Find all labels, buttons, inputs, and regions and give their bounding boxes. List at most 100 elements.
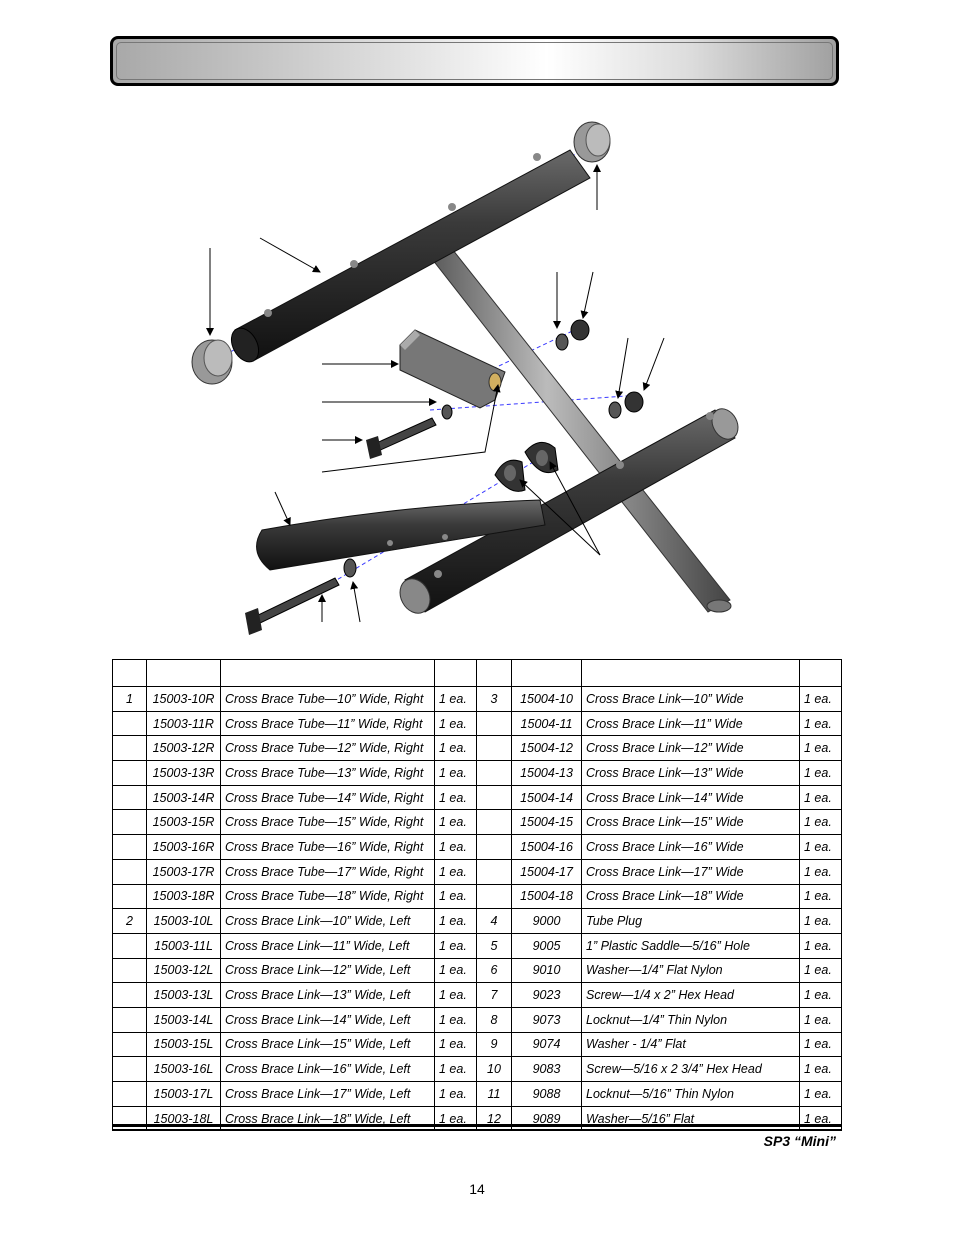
- cell-item-no: [112, 1105, 147, 1132]
- cell-item-no-2: [476, 858, 512, 885]
- cell-part-number-2: 15004-18: [511, 883, 582, 910]
- cell-qty: 1 ea.: [434, 1081, 477, 1107]
- cell-part-number: 15003-14L: [146, 1006, 221, 1033]
- cell-qty: 1 ea.: [434, 710, 477, 737]
- cell-part-number-2: 15004-11: [511, 710, 582, 737]
- cell-description: Cross Brace Tube—11” Wide, Right: [220, 710, 435, 737]
- cell-qty: 1 ea.: [434, 809, 477, 836]
- cell-description: Cross Brace Tube—12” Wide, Right: [220, 735, 435, 762]
- cell-part-number-2: 9083: [511, 1056, 582, 1082]
- cell-part-number-2: 15004-13: [511, 760, 582, 786]
- cell-qty: 1 ea.: [434, 932, 477, 959]
- cell-item-no: [112, 735, 147, 762]
- cell-description: Cross Brace Tube—15” Wide, Right: [220, 809, 435, 836]
- cross-brace-link-bracket: [399, 329, 506, 409]
- cell-part-number: 15003-15L: [146, 1031, 221, 1058]
- cell-description: Cross Brace Link—18” Wide, Left: [220, 1105, 435, 1132]
- col-header-qty-2: [799, 659, 842, 687]
- cell-description: Cross Brace Tube—17” Wide, Right: [220, 858, 435, 885]
- cell-description-2: Screw—1/4 x 2” Hex Head: [581, 982, 800, 1008]
- cell-qty: 1 ea.: [434, 1105, 477, 1132]
- cell-part-number: 15003-11R: [146, 710, 221, 737]
- cell-part-number: 15003-16L: [146, 1056, 221, 1082]
- cell-item-no-2: 10: [476, 1056, 512, 1082]
- cell-qty: 1 ea.: [434, 908, 477, 934]
- section-title-bar: [110, 36, 839, 86]
- cell-item-no: [112, 1006, 147, 1033]
- callout-arrows: [206, 164, 665, 623]
- col-header-no-2: [476, 659, 512, 687]
- cell-description: Cross Brace Link—12” Wide, Left: [220, 957, 435, 984]
- cell-part-number-2: 9074: [511, 1031, 582, 1058]
- cell-item-no-2: 5: [476, 932, 512, 959]
- small-hardware: [343, 319, 644, 578]
- cell-qty-2: 1 ea.: [799, 908, 842, 934]
- col-header-qty: [434, 659, 477, 687]
- cell-item-no: [112, 784, 147, 811]
- cell-part-number: 15003-12R: [146, 735, 221, 762]
- cell-description-2: Cross Brace Link—17” Wide: [581, 858, 800, 885]
- col-header-no: [112, 659, 147, 687]
- cell-description-2: Cross Brace Link—11” Wide: [581, 710, 800, 737]
- cell-description-2: Washer—5/16” Flat: [581, 1105, 800, 1132]
- cell-qty-2: 1 ea.: [799, 834, 842, 860]
- cell-qty-2: 1 ea.: [799, 957, 842, 984]
- cell-part-number: 15003-10L: [146, 908, 221, 934]
- exploded-assembly-diagram: [191, 121, 739, 635]
- cell-qty-2: 1 ea.: [799, 760, 842, 786]
- cell-qty-2: 1 ea.: [799, 710, 842, 737]
- cell-qty-2: 1 ea.: [799, 1031, 842, 1058]
- cell-part-number-2: 15004-12: [511, 735, 582, 762]
- cell-qty-2: 1 ea.: [799, 1081, 842, 1107]
- cell-item-no-2: [476, 883, 512, 910]
- cell-item-no: [112, 932, 147, 959]
- cell-description: Cross Brace Link—14” Wide, Left: [220, 1006, 435, 1033]
- cell-qty: 1 ea.: [434, 834, 477, 860]
- cross-brace-link-left: [256, 499, 546, 571]
- cell-description-2: Washer - 1/4” Flat: [581, 1031, 800, 1058]
- cell-item-no: [112, 883, 147, 910]
- cell-item-no-2: 6: [476, 957, 512, 984]
- cell-item-no: [112, 982, 147, 1008]
- cell-qty-2: 1 ea.: [799, 932, 842, 959]
- cell-item-no: [112, 710, 147, 737]
- cell-item-no: [112, 858, 147, 885]
- cell-description: Cross Brace Link—16” Wide, Left: [220, 1056, 435, 1082]
- cell-item-no: [112, 1031, 147, 1058]
- cell-description-2: Cross Brace Link—16” Wide: [581, 834, 800, 860]
- cell-description-2: Screw—5/16 x 2 3/4” Hex Head: [581, 1056, 800, 1082]
- cell-part-number: 15003-14R: [146, 784, 221, 811]
- cell-item-no-2: 4: [476, 908, 512, 934]
- cell-description: Cross Brace Tube—14” Wide, Right: [220, 784, 435, 811]
- cell-qty-2: 1 ea.: [799, 1006, 842, 1033]
- cell-item-no: [112, 957, 147, 984]
- col-header-part: [146, 659, 221, 687]
- table-header-row: [112, 659, 842, 687]
- cell-description: Cross Brace Tube—10” Wide, Right: [220, 686, 435, 712]
- cell-part-number: 15003-18R: [146, 883, 221, 910]
- cell-description-2: Cross Brace Link—10” Wide: [581, 686, 800, 712]
- cell-qty-2: 1 ea.: [799, 686, 842, 712]
- cell-qty-2: 1 ea.: [799, 858, 842, 885]
- cell-qty: 1 ea.: [434, 1031, 477, 1058]
- cell-item-no: [112, 1056, 147, 1082]
- cell-item-no-2: [476, 784, 512, 811]
- cell-part-number-2: 9005: [511, 932, 582, 959]
- cell-qty: 1 ea.: [434, 957, 477, 984]
- cell-qty: 1 ea.: [434, 784, 477, 811]
- cell-qty: 1 ea.: [434, 858, 477, 885]
